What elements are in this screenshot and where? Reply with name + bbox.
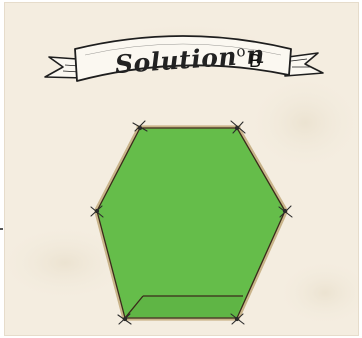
title-banner: Solution n o B	[45, 36, 323, 81]
solution-canvas: Solution n o B	[5, 3, 359, 336]
edge-mark	[0, 228, 3, 230]
solution-card: Solution n o B	[4, 2, 359, 336]
banner-letter: B	[249, 51, 261, 71]
banner-degree: o	[236, 42, 246, 61]
bottom-strip	[125, 296, 243, 318]
